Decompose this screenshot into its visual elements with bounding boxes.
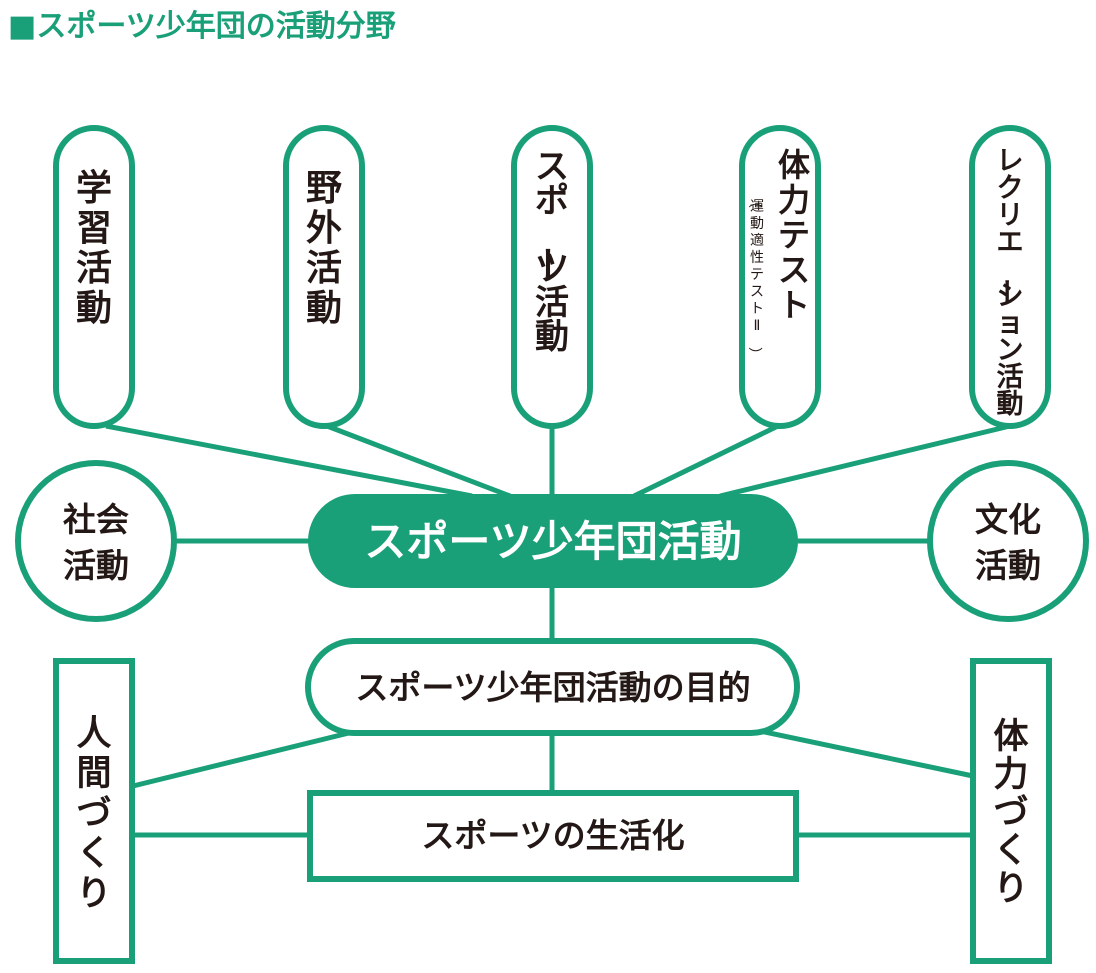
top-activity-study: 学習活動: [53, 125, 135, 429]
label-culture-line1: 文化: [975, 500, 1041, 539]
connectors: [105, 423, 1011, 838]
diagram-title: ■スポーツ少年団の活動分野: [8, 9, 396, 44]
connector-purpose-human: [132, 728, 358, 789]
side-activity-culture: 文化 活動: [927, 460, 1089, 622]
lifestyle-label: スポーツの生活化: [421, 816, 684, 855]
label-outdoor: 野外活動: [306, 168, 342, 329]
center-node: スポーツ少年団活動: [308, 494, 798, 588]
top-activity-outdoor: 野外活動: [283, 125, 365, 429]
label-physical: 体力づくり: [993, 717, 1028, 909]
label-recreation: レクリエーション活動: [990, 146, 1024, 420]
connector-outdoor: [326, 423, 511, 499]
label-sports: スポーツ活動: [526, 147, 569, 357]
connector-fitness-test: [632, 423, 780, 499]
label-culture-line2: 活動: [975, 546, 1041, 585]
purpose-human-node: 人間づくり: [53, 658, 135, 964]
label-social-line2: 活動: [63, 546, 129, 585]
lifestyle-node: スポーツの生活化: [307, 790, 799, 882]
purpose-node: スポーツ少年団活動の目的: [305, 638, 800, 736]
connector-purpose-physical: [759, 728, 974, 779]
label-study: 学習活動: [76, 167, 112, 329]
label-fitness-test: 体力テスト: [778, 146, 810, 324]
label-social-line1: 社会: [63, 500, 129, 539]
purpose-physical-node: 体力づくり: [970, 658, 1052, 964]
center-label: スポーツ少年団活動: [364, 517, 741, 566]
purpose-label: スポーツ少年団活動の目的: [355, 668, 750, 707]
top-activity-sports: スポーツ活動: [511, 125, 593, 429]
top-activity-recreation: レクリエーション活動: [969, 125, 1051, 429]
label-human: 人間づくり: [76, 714, 111, 914]
connector-recreation: [719, 423, 1011, 499]
connector-study: [105, 423, 473, 499]
side-activity-social: 社会 活動: [15, 460, 177, 622]
